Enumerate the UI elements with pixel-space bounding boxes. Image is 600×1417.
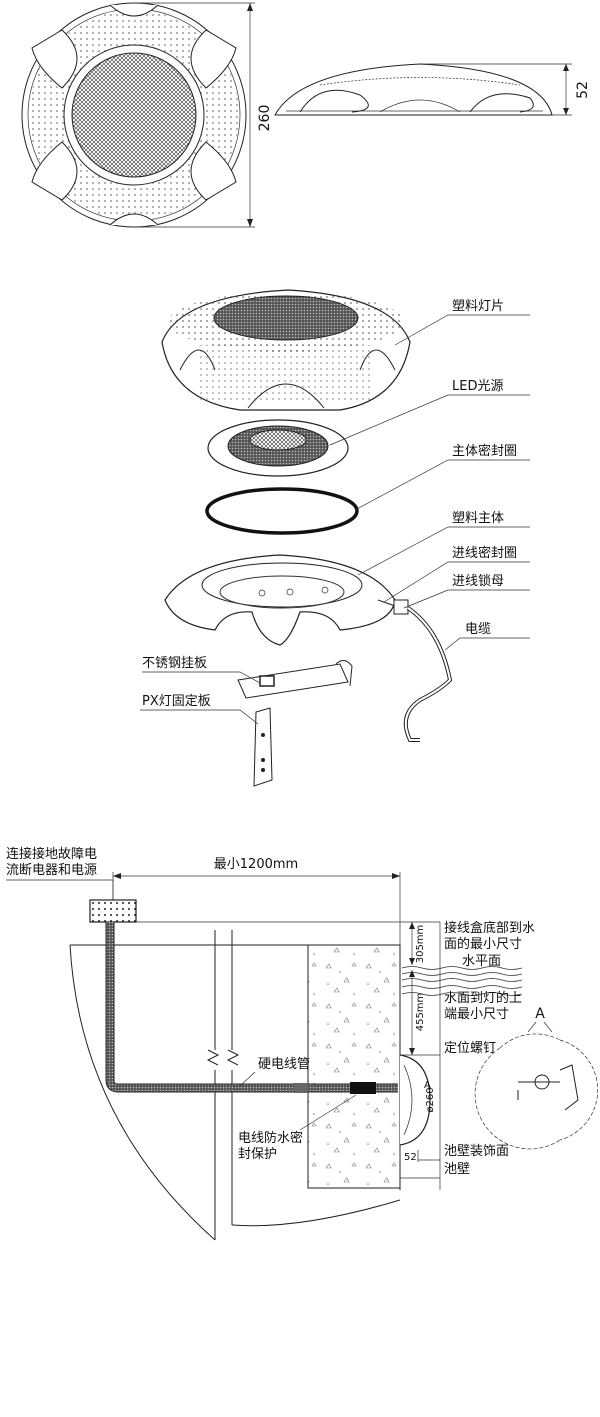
- seal-label-line2: 封保护: [238, 1147, 277, 1162]
- part-plastic-body: [164, 554, 396, 646]
- positioning-screw-label: 定位螺钉: [444, 1041, 496, 1056]
- box-to-water-line2: 面的最小尺寸: [444, 936, 522, 952]
- side-height-label: 52: [575, 81, 591, 99]
- detail-a-label: A: [535, 1006, 545, 1022]
- water-level-label: 水平面: [462, 954, 501, 969]
- plan-diameter-label: 260: [257, 105, 273, 132]
- label-cable-nut: 进线锁母: [452, 573, 504, 589]
- section-mark-label: A: [424, 1080, 431, 1091]
- seal-label-line1: 电线防水密: [238, 1130, 303, 1146]
- exploded-leaders: [140, 314, 530, 725]
- label-plastic-lens: 塑料灯片: [452, 299, 504, 314]
- installation-diagram: 最小1200mm 连接接地故障电 流断电器和电源 305mm 455mm 接线盒…: [6, 846, 598, 1241]
- dim-305-label: 305mm: [415, 925, 426, 964]
- label-plastic-body: 塑料主体: [452, 511, 504, 526]
- pool-wall-label: 池壁: [444, 1162, 470, 1177]
- dim-52-label: 52: [404, 1152, 417, 1163]
- junction-box: [89, 899, 137, 923]
- plan-diameter-dimension: 260: [134, 2, 273, 228]
- hard-conduit-label: 硬电线管: [258, 1057, 310, 1072]
- water-to-lamp-line1: 水面到灯的上: [444, 990, 522, 1006]
- label-steel-plate: 不锈钢挂板: [142, 656, 207, 671]
- part-cable: [377, 599, 453, 742]
- lamp-plan-view: [21, 2, 247, 228]
- dim-260-label: ø260: [425, 1087, 436, 1112]
- box-to-water-line1: 接线盒底部到水: [444, 920, 535, 936]
- lamp-side-view: 52: [274, 63, 591, 116]
- dim-455-label: 455mm: [415, 993, 426, 1032]
- part-fixing-plate: [253, 707, 273, 787]
- min-distance-label: 最小1200mm: [214, 857, 298, 872]
- part-plastic-lens: [161, 289, 411, 411]
- detail-a: A: [474, 1006, 598, 1150]
- junction-label-line2: 流断电器和电源: [6, 863, 97, 878]
- label-cable: 电缆: [465, 621, 491, 637]
- junction-label-line1: 连接接地故障电: [6, 846, 97, 862]
- wall-finish-label: 池壁装饰面: [444, 1144, 509, 1159]
- exploded-view: 塑料灯片 LED光源 主体密封圈 塑料主体 进线密封圈 进线锁母 电缆 不锈钢挂…: [140, 289, 530, 787]
- water-to-lamp-line2: 端最小尺寸: [444, 1007, 509, 1022]
- label-cable-seal: 进线密封圈: [452, 545, 517, 561]
- label-fixing-plate: PX灯固定板: [142, 694, 211, 709]
- part-steel-plate: [237, 660, 353, 699]
- installed-lamp: [399, 1054, 431, 1146]
- waterproof-seal: [350, 1082, 376, 1094]
- label-led-source: LED光源: [452, 379, 503, 394]
- part-led-source: [207, 419, 349, 477]
- label-body-seal: 主体密封圈: [452, 443, 517, 459]
- part-body-seal: [205, 487, 359, 535]
